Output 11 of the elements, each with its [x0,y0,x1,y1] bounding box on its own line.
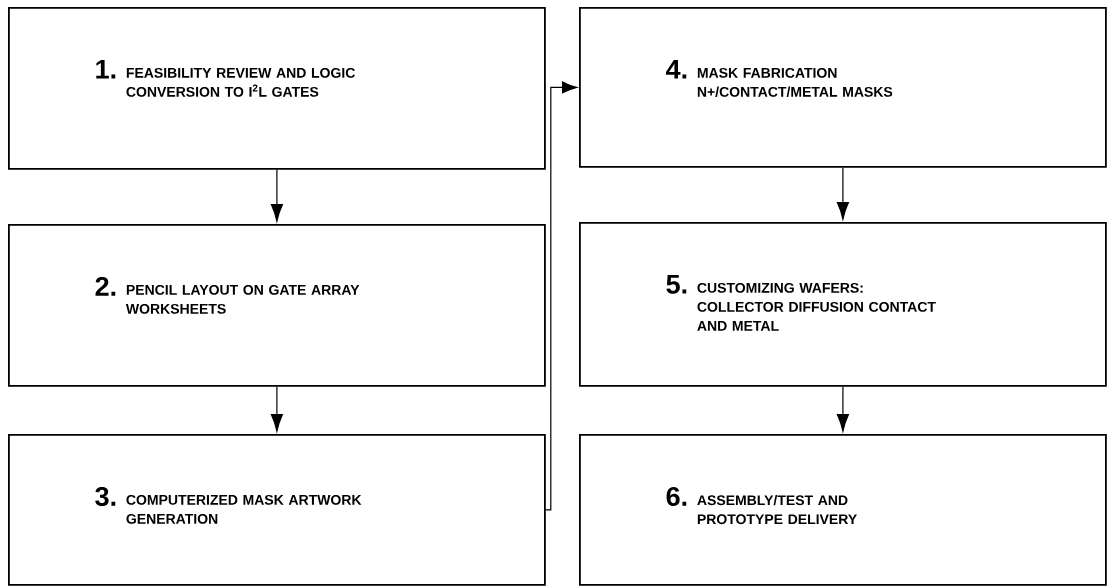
process-box: 6. ASSEMBLY/TEST AND PROTOTYPE DELIVERY [579,434,1107,586]
arrow [545,81,578,511]
arrow [270,169,284,222]
process-box: 2. PENCIL LAYOUT ON GATE ARRAY WORKSHEETS [8,224,546,387]
process-box: 3. COMPUTERIZED MASK ARTWORK GENERATION [8,434,546,586]
process-box: 4. MASK FABRICATION N+/CONTACT/METAL MASKS [579,7,1107,168]
arrow [836,386,850,432]
arrow [836,167,850,220]
process-box: 1. FEASIBILITY REVIEW AND LOGIC CONVERSION TO I$^{2}$L GATES [8,7,546,170]
process-box: 5. CUSTOMIZING WAFERS: COLLECTOR DIFFUSION CONTACT AND METAL [579,222,1107,387]
arrow [270,386,284,432]
